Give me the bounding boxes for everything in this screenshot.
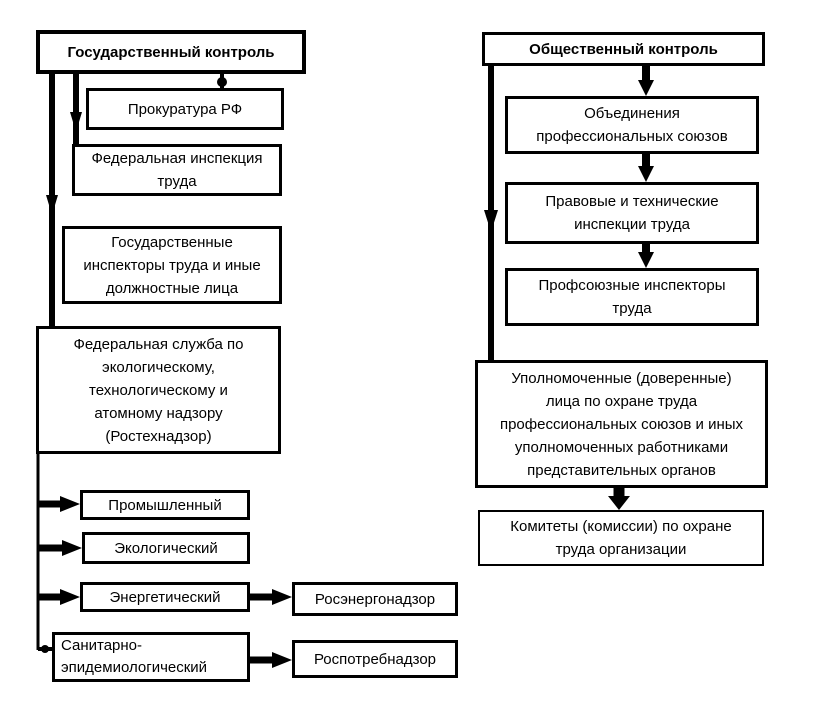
sanitary-branch-dot	[41, 645, 49, 653]
unions-arrowhead	[638, 80, 654, 96]
labor-inspection-arrowhead	[70, 112, 82, 132]
union-inspectors-box: Профсоюзные инспекторы труда	[505, 268, 759, 326]
state-inspectors-box: Государственные инспекторы труда и иные …	[62, 226, 282, 304]
ecological-arrowhead	[62, 540, 82, 556]
ecological-box: Экологический	[82, 532, 250, 564]
prosecutor-box: Прокуратура РФ	[86, 88, 284, 130]
rospotrebnadzor-arrowhead	[272, 652, 292, 668]
committees-box: Комитеты (комиссии) по охране труда орга…	[478, 510, 764, 566]
public-control-title: Общественный контроль	[482, 32, 765, 66]
public-trunk-arrowhead	[484, 210, 498, 232]
legal-arrowhead	[638, 166, 654, 182]
energy-box: Энергетический	[80, 582, 250, 612]
energy-arrowhead	[60, 589, 80, 605]
unions-box: Объединения профессиональных союзов	[505, 96, 759, 154]
labor-inspection-box: Федеральная инспекция труда	[72, 144, 282, 196]
state-control-title: Государственный контроль	[36, 30, 306, 74]
union-inspectors-arrowhead	[638, 252, 654, 268]
authorized-persons-box: Уполномоченные (доверенные) лица по охра…	[475, 360, 768, 488]
industrial-arrowhead	[60, 496, 80, 512]
committees-arrowhead	[608, 496, 630, 510]
rosenergonadzor-arrowhead	[272, 589, 292, 605]
state-trunk-arrowhead	[46, 195, 58, 215]
industrial-box: Промышленный	[80, 490, 250, 520]
prosecutor-connector-dot	[217, 77, 227, 87]
sanitary-box: Санитарно- эпидемиологический	[52, 632, 250, 682]
legal-inspections-box: Правовые и технические инспекции труда	[505, 182, 759, 244]
rospotrebnadzor-box: Роспотребнадзор	[292, 640, 458, 678]
rosenergonadzor-box: Росэнергонадзор	[292, 582, 458, 616]
rostekhnadzor-box: Федеральная служба по экологическому, те…	[36, 326, 281, 454]
